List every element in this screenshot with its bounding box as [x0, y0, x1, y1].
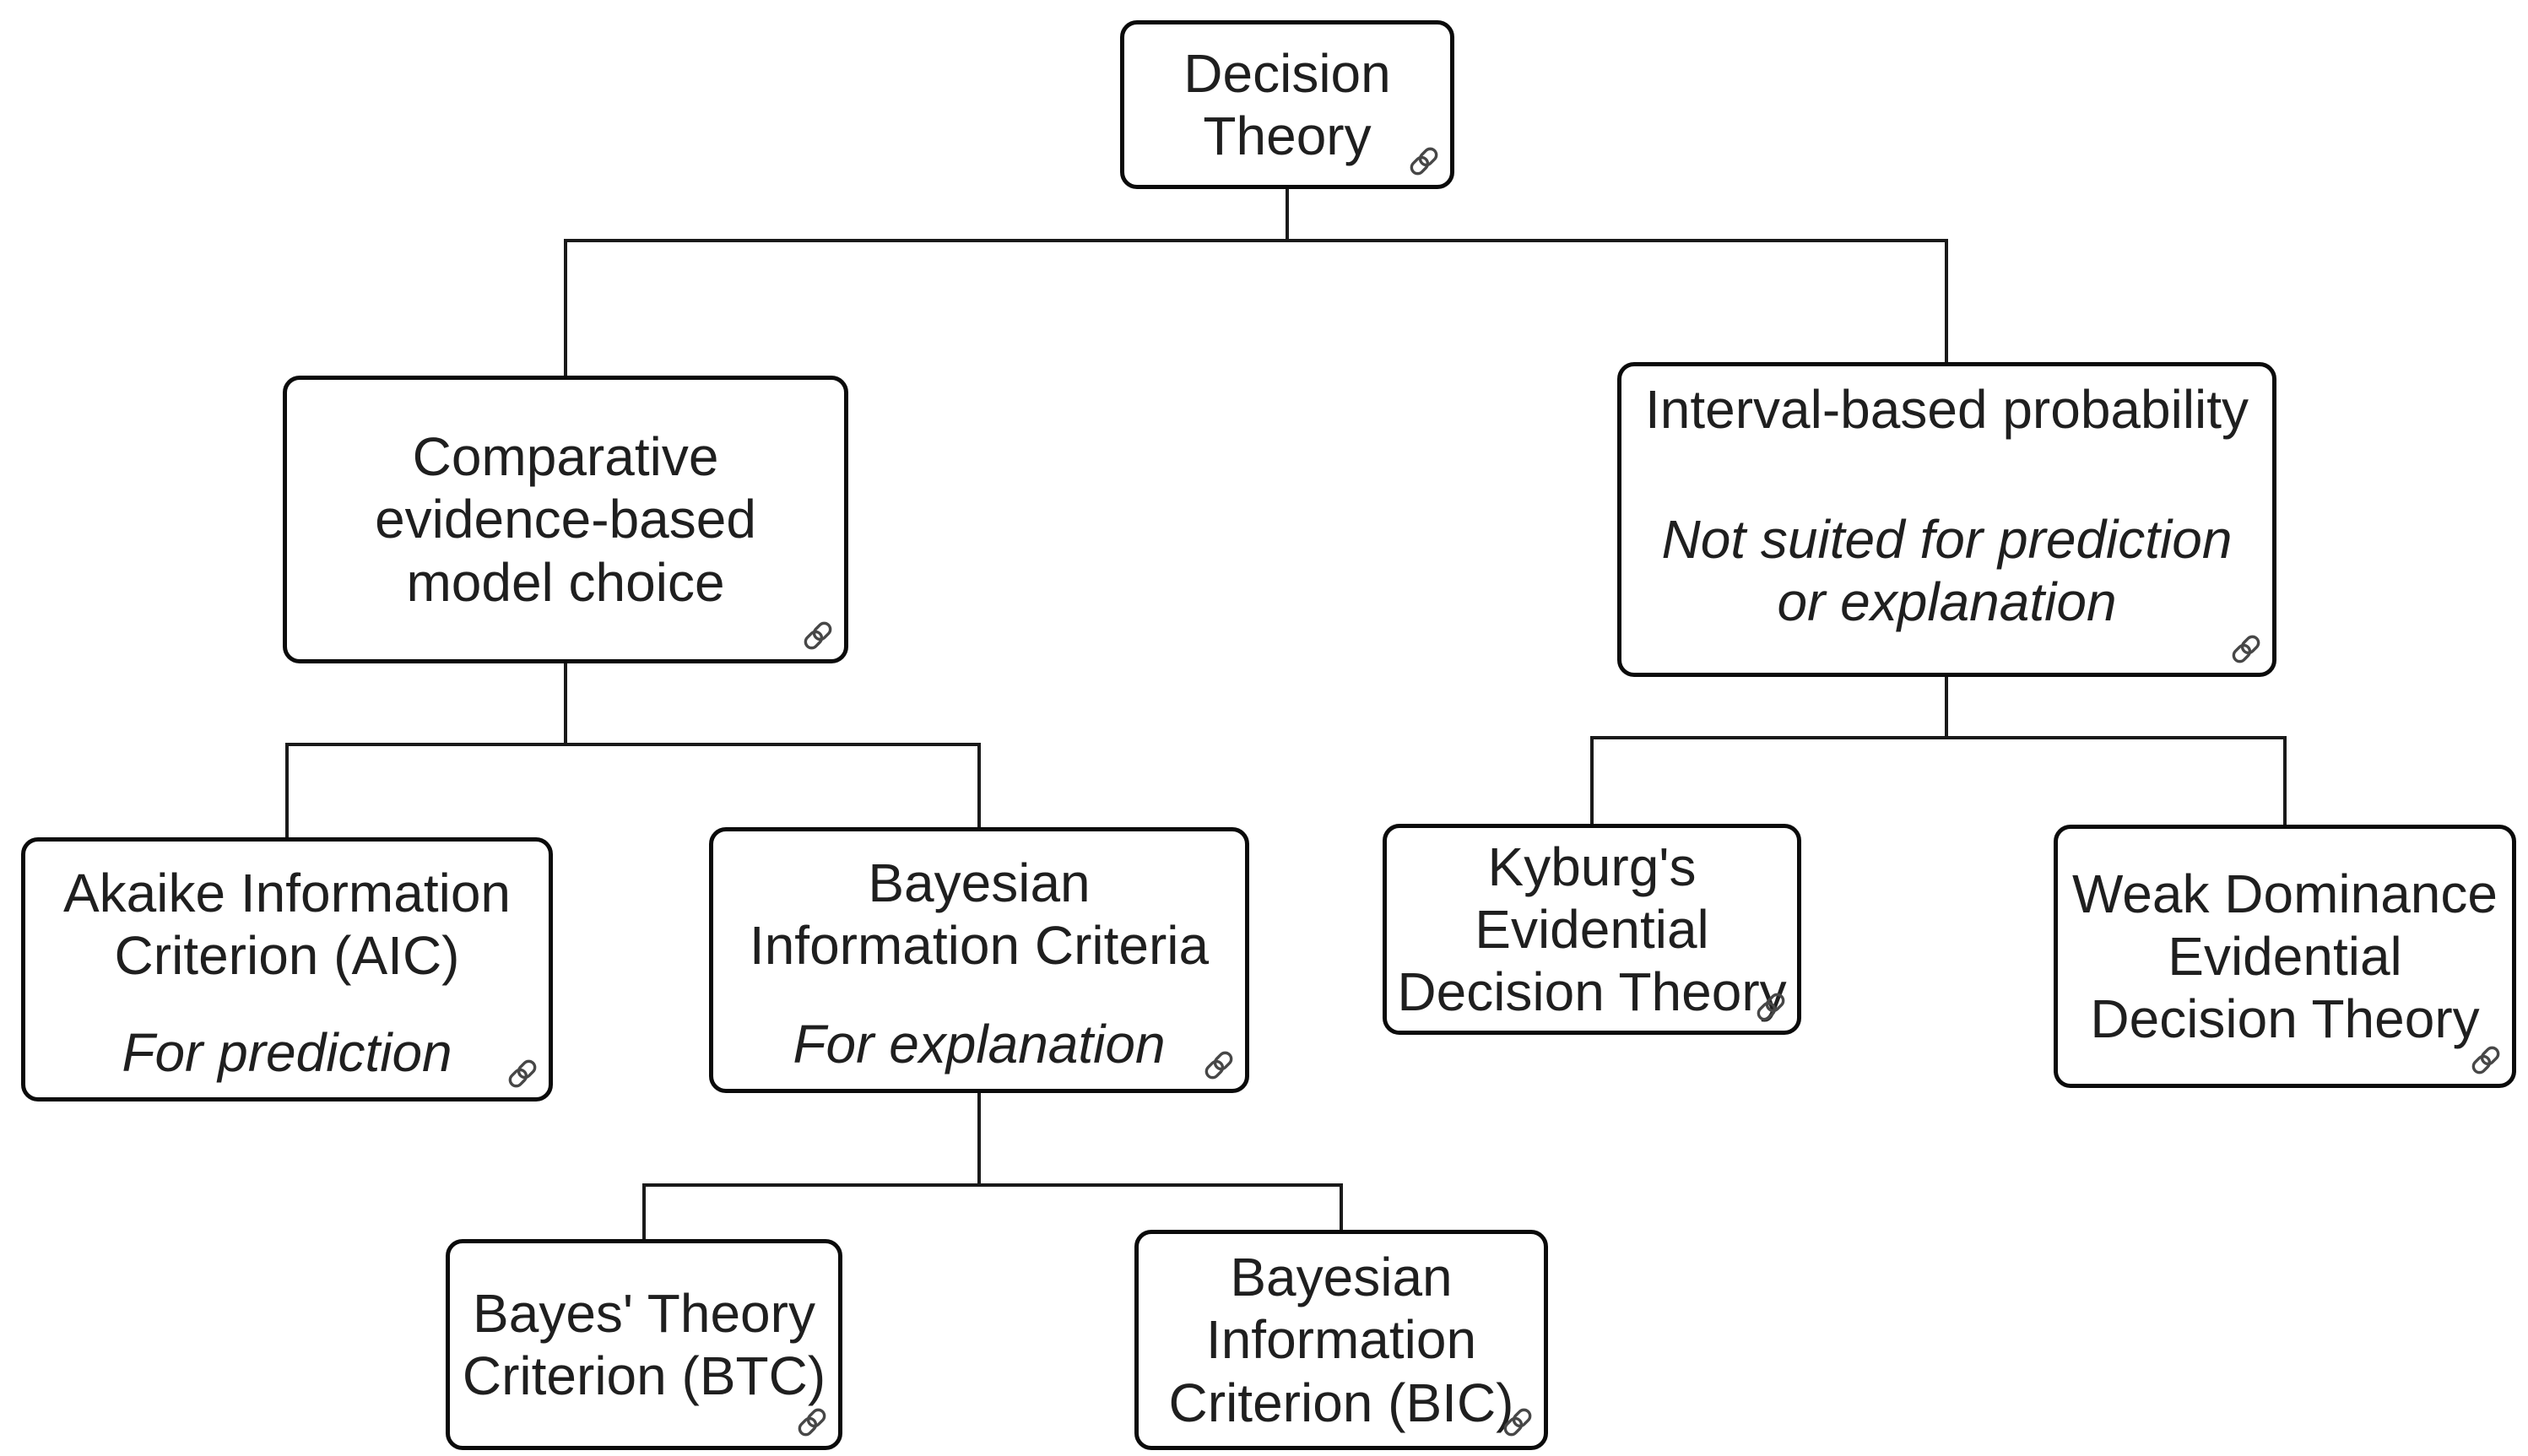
link-icon[interactable] [1753, 989, 1789, 1025]
node-akaike-information-criterion[interactable]: Akaike Information Criterion (AIC) For p… [21, 837, 553, 1101]
node-title: Bayes' Theory Criterion (BTC) [462, 1282, 826, 1406]
link-icon[interactable] [800, 618, 836, 653]
connector-interval-bracket [1590, 736, 2287, 826]
node-title: Akaike Information Criterion (AIC) [62, 863, 512, 987]
node-title: Bayesian Information Criterion (BIC) [1168, 1247, 1514, 1433]
node-bayesian-information-criterion[interactable]: Bayesian Information Criterion (BIC) [1134, 1230, 1548, 1450]
node-title: Decision Theory [1183, 42, 1391, 166]
node-weak-dominance-evidential-decision-theory[interactable]: Weak Dominance Evidential Decision Theor… [2054, 825, 2516, 1088]
link-icon[interactable] [2228, 631, 2264, 667]
node-interval-based-probability[interactable]: Interval-based probability Not suited fo… [1617, 362, 2276, 677]
node-note: For prediction [122, 1021, 452, 1083]
link-icon[interactable] [1201, 1047, 1237, 1083]
connector-comparative-bracket [285, 743, 981, 839]
link-icon[interactable] [505, 1056, 540, 1091]
link-icon[interactable] [794, 1405, 830, 1440]
node-title: Bayesian Information Criteria [749, 852, 1210, 977]
node-title: Interval-based probability [1644, 379, 2249, 440]
node-bayesian-information-criteria[interactable]: Bayesian Information Criteria For explan… [709, 827, 1249, 1093]
link-icon[interactable] [2468, 1042, 2504, 1078]
node-decision-theory[interactable]: Decision Theory [1120, 20, 1454, 189]
node-title: Comparative evidence-based model choice [375, 426, 756, 613]
link-icon[interactable] [1500, 1405, 1535, 1440]
node-comparative-evidence-based-model-choice[interactable]: Comparative evidence-based model choice [283, 376, 848, 663]
node-bayes-theory-criterion[interactable]: Bayes' Theory Criterion (BTC) [446, 1239, 842, 1450]
node-kyburgs-evidential-decision-theory[interactable]: Kyburg's Evidential Decision Theory [1383, 824, 1801, 1035]
node-note: Not suited for prediction or explanation [1661, 509, 2233, 633]
connector-level1-bracket [564, 239, 1948, 377]
node-title: Weak Dominance Evidential Decision Theor… [2072, 863, 2498, 1050]
node-title: Kyburg's Evidential Decision Theory [1397, 836, 1787, 1023]
link-icon[interactable] [1406, 143, 1442, 179]
node-note: For explanation [793, 1013, 1166, 1074]
